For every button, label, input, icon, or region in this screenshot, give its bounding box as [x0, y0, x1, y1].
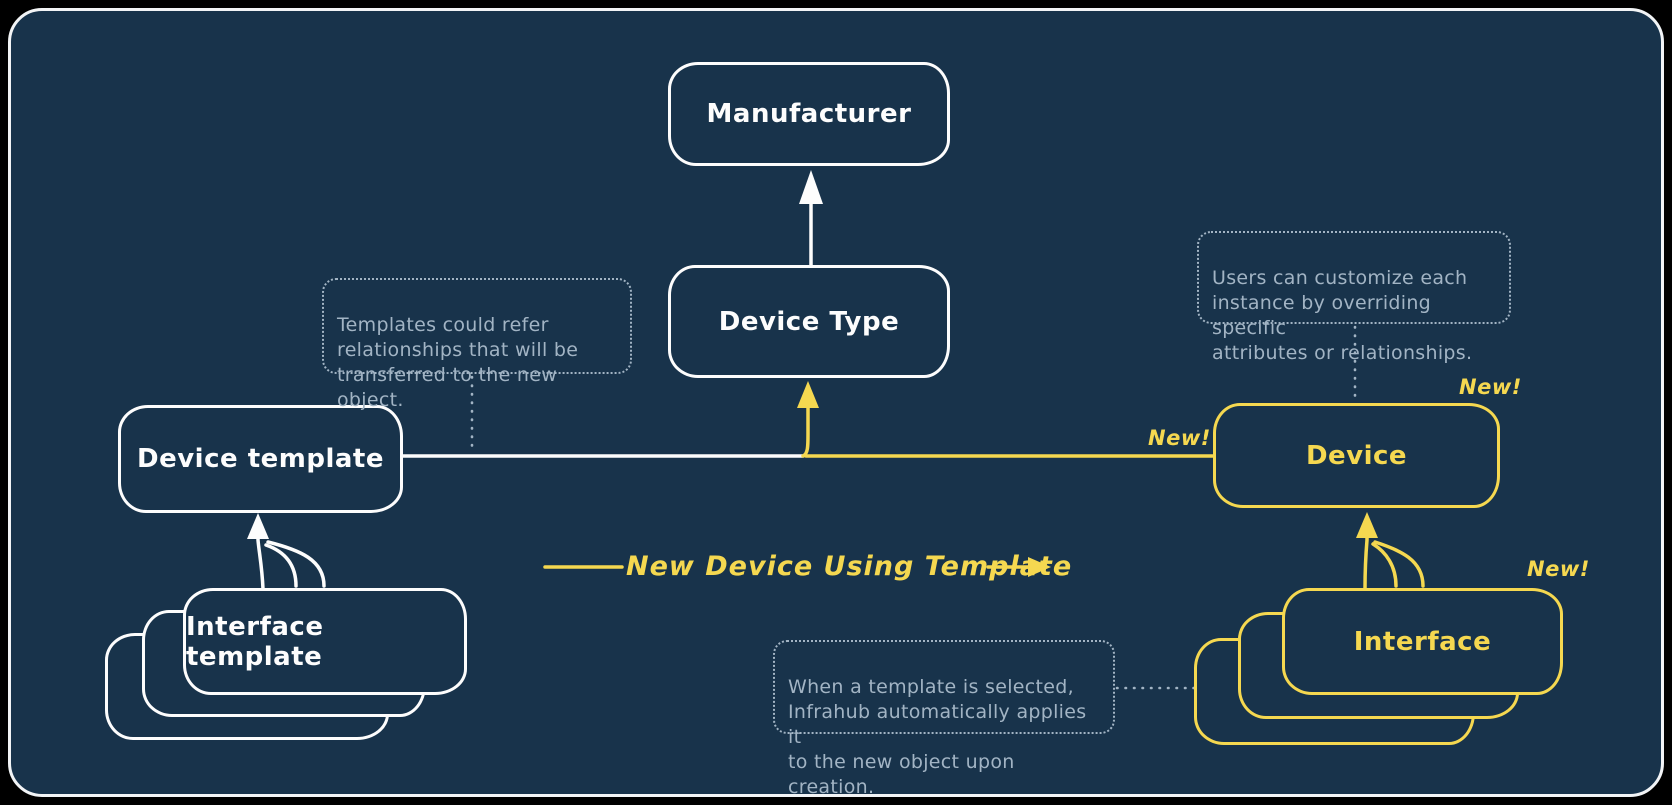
node-device-template[interactable]: Device template	[118, 405, 403, 513]
edge-interface-3[interactable]	[1373, 540, 1425, 588]
node-interface-template[interactable]: Interface template	[183, 588, 467, 695]
edge-interfacetemplate-2[interactable]	[264, 543, 298, 588]
edge-interface-2[interactable]	[1371, 542, 1398, 588]
edge-interfacetemplate-3[interactable]	[266, 540, 326, 588]
arrowhead-to-manufacturer	[799, 170, 823, 204]
arrowhead-to-devicetype	[797, 381, 819, 408]
arrowhead-to-devicetemplate	[247, 513, 269, 539]
arrowhead-to-device	[1356, 512, 1378, 538]
edge-interfacetemplate-1[interactable]	[256, 525, 265, 591]
node-interface-label: Interface	[1353, 626, 1492, 657]
note-customize-text: Users can customize each instance by ove…	[1212, 267, 1473, 365]
node-manufacturer-label: Manufacturer	[706, 99, 912, 129]
flow-arrowhead	[1028, 557, 1051, 577]
note-templates-text: Templates could refer relationships that…	[337, 314, 579, 412]
edge-new-to-devicetype[interactable]	[801, 394, 810, 458]
badge-new-edge: New!	[1148, 426, 1211, 450]
node-device-type[interactable]: Device Type	[668, 265, 950, 378]
note-applies-text: When a template is selected, Infrahub au…	[788, 676, 1087, 799]
node-device[interactable]: Device	[1213, 403, 1500, 508]
node-device-template-label: Device template	[137, 444, 384, 474]
edge-interface-1[interactable]	[1363, 524, 1369, 591]
node-interface-template-label: Interface template	[186, 611, 324, 672]
note-customize[interactable]: Users can customize each instance by ove…	[1197, 231, 1511, 364]
badge-new-device: New!	[1459, 375, 1522, 399]
note-applies[interactable]: When a template is selected, Infrahub au…	[773, 640, 1115, 798]
note-templates[interactable]: Templates could refer relationships that…	[322, 278, 632, 411]
node-interface[interactable]: Interface	[1282, 588, 1563, 695]
node-device-type-label: Device Type	[718, 306, 900, 337]
node-device-label: Device	[1305, 440, 1408, 471]
badge-new-interface: New!	[1527, 557, 1590, 581]
flow-arrow-label[interactable]: New Device Using Template	[626, 551, 1073, 582]
node-manufacturer[interactable]: Manufacturer	[668, 62, 950, 166]
